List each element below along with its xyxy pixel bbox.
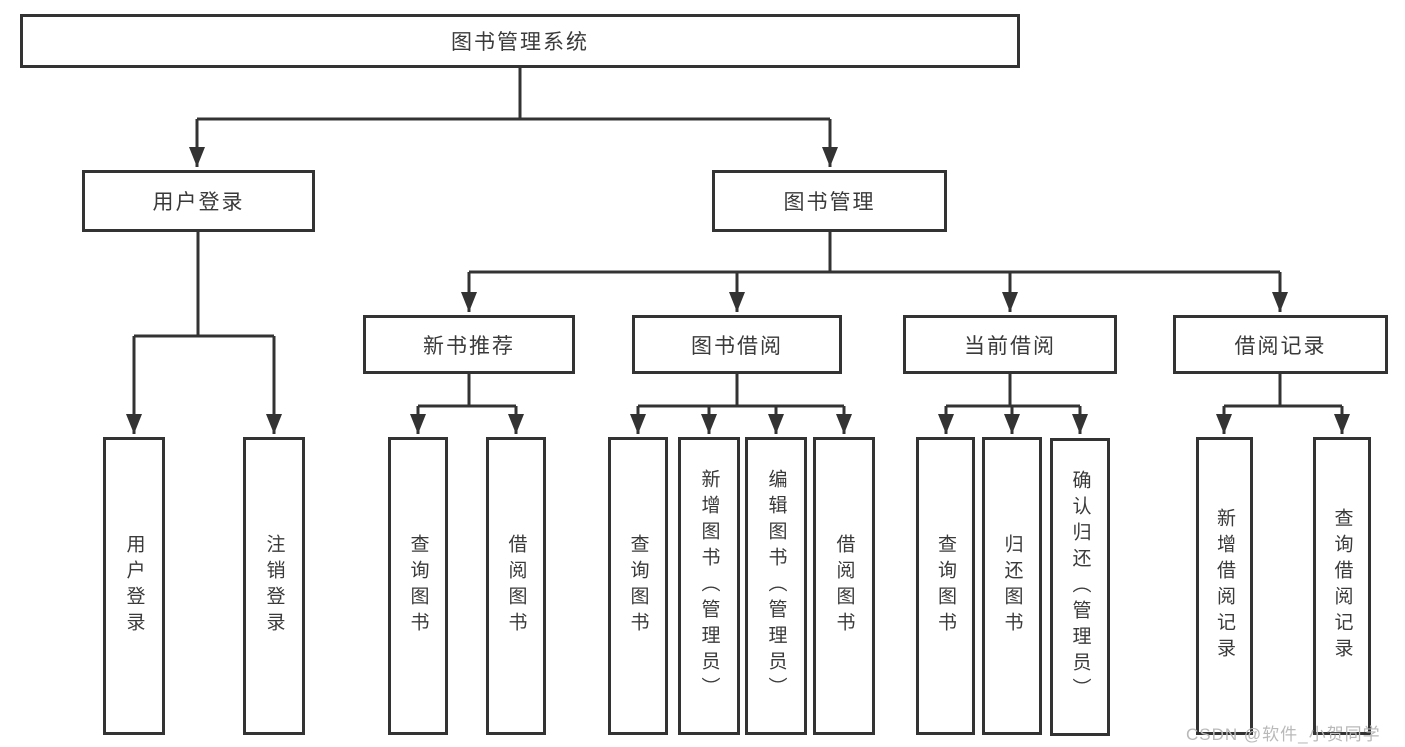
node-logout-label: 注销登录 [263,534,285,638]
node-add-books-admin-label: 新增图书（管理员） [698,469,720,703]
node-user-login-branch: 用户登录 [82,170,315,232]
node-query-borrow-record-label: 查询借阅记录 [1331,508,1353,664]
node-borrow-query-books-label: 查询图书 [627,534,649,638]
node-confirm-return-admin-label: 确认归还（管理员） [1069,470,1091,704]
node-system-root: 图书管理系统 [20,14,1020,68]
node-add-borrow-record: 新增借阅记录 [1196,437,1253,735]
watermark: CSDN @软件_小贺同学 [1186,725,1381,744]
node-current-borrow-label: 当前借阅 [964,334,1056,358]
node-add-borrow-record-label: 新增借阅记录 [1214,508,1235,664]
node-edit-books-admin-label: 编辑图书（管理员） [765,469,787,703]
node-book-management-branch-label: 图书管理 [783,191,876,214]
node-system-root-label: 图书管理系统 [451,31,589,54]
node-borrow-records-label: 借阅记录 [1234,334,1327,358]
node-book-borrow-label: 图书借阅 [691,334,783,358]
node-new-book-recommend-label: 新书推荐 [423,334,515,358]
node-book-management-branch: 图书管理 [712,170,947,232]
node-user-login-label: 用户登录 [123,534,145,638]
node-borrow-borrow-books: 借阅图书 [813,437,875,735]
node-recommend-query-books-label: 查询图书 [407,534,429,638]
node-book-borrow: 图书借阅 [632,315,842,374]
node-edit-books-admin: 编辑图书（管理员） [745,437,807,735]
node-user-login-branch-label: 用户登录 [152,191,245,214]
node-borrow-borrow-books-label: 借阅图书 [833,534,855,638]
node-logout: 注销登录 [243,437,305,735]
node-borrow-records: 借阅记录 [1173,315,1388,374]
node-query-borrow-record: 查询借阅记录 [1313,437,1371,735]
node-return-books: 归还图书 [982,437,1042,735]
node-recommend-borrow-books: 借阅图书 [486,437,546,735]
node-recommend-query-books: 查询图书 [388,437,448,735]
node-user-login: 用户登录 [103,437,165,735]
node-current-borrow: 当前借阅 [903,315,1117,374]
node-borrow-query-books: 查询图书 [608,437,668,735]
node-confirm-return-admin: 确认归还（管理员） [1050,438,1110,736]
node-add-books-admin: 新增图书（管理员） [678,437,740,735]
node-current-query-books: 查询图书 [916,437,975,735]
node-current-query-books-label: 查询图书 [935,534,956,638]
node-return-books-label: 归还图书 [1001,534,1023,638]
node-recommend-borrow-books-label: 借阅图书 [505,534,527,638]
node-new-book-recommend: 新书推荐 [363,315,575,374]
